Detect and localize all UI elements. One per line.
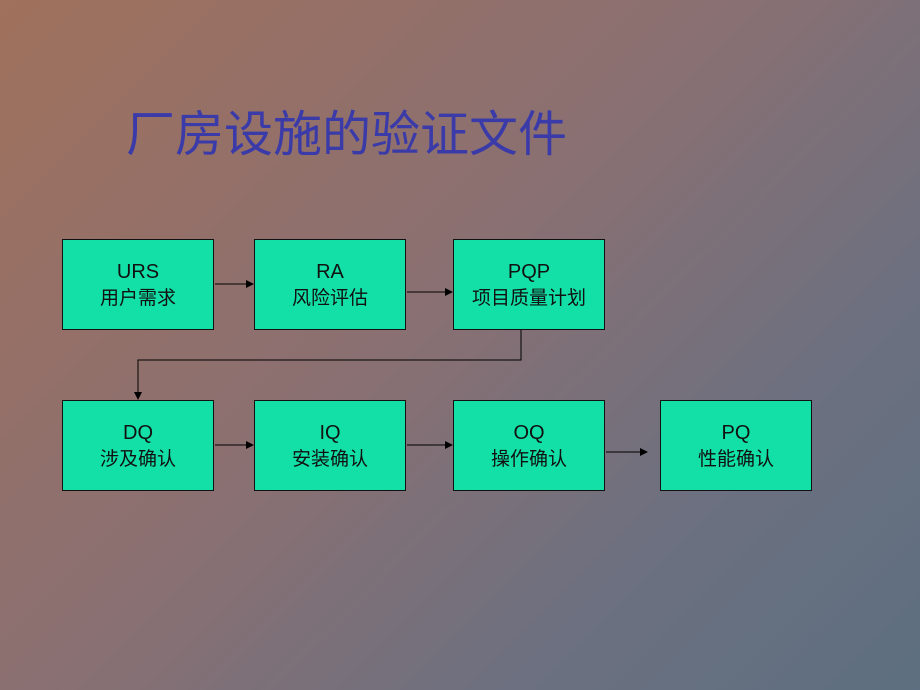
box-pq-label: 性能确认 [697, 447, 774, 470]
box-dq-code: DQ [123, 421, 153, 444]
box-oq-label: 操作确认 [490, 447, 567, 470]
box-pqp-code: PQP [507, 260, 551, 283]
box-pq-code: PQ [721, 421, 751, 444]
box-iq-label: 安装确认 [291, 447, 368, 470]
box-ra-code: RA [316, 260, 344, 283]
box-pq: PQ 性能确认 [660, 400, 812, 491]
box-iq: IQ 安装确认 [254, 400, 406, 491]
box-urs: URS 用户需求 [62, 239, 214, 330]
box-ra: RA 风险评估 [254, 239, 406, 330]
slide-title: 厂房设施的验证文件 [126, 106, 568, 163]
box-pqp: PQP 项目质量计划 [453, 239, 605, 330]
box-dq-label: 涉及确认 [99, 447, 176, 470]
box-oq: OQ 操作确认 [453, 400, 605, 491]
box-dq: DQ 涉及确认 [62, 400, 214, 491]
box-ra-label: 风险评估 [291, 286, 368, 309]
arrow-pqp-to-dq [134, 330, 522, 400]
box-iq-code: IQ [319, 421, 341, 444]
box-oq-code: OQ [513, 421, 545, 444]
box-pqp-label: 项目质量计划 [471, 286, 586, 309]
box-urs-code: URS [116, 260, 160, 283]
box-urs-label: 用户需求 [99, 286, 176, 309]
